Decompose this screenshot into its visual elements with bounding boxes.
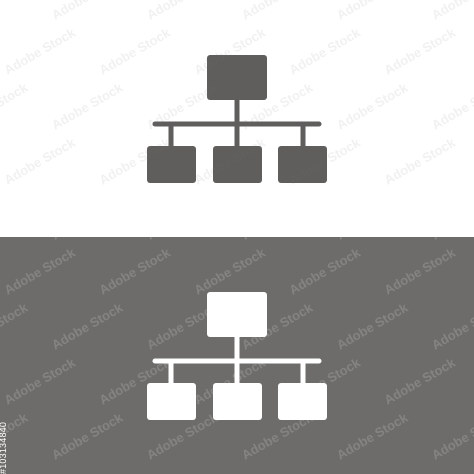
center-child-node-box [213, 146, 262, 183]
light-background-panel [147, 55, 327, 183]
center-child-node-box [213, 383, 262, 420]
right-child-node-box [278, 146, 327, 183]
org-chart-icon [147, 55, 327, 183]
light-panel-svg [147, 55, 327, 183]
dark-background-panel [0, 237, 474, 474]
dark-panel-svg [0, 237, 474, 474]
top-node-box [207, 55, 267, 100]
left-child-node-box [147, 383, 196, 420]
org-chart-icon [147, 292, 327, 420]
right-child-node-box [278, 383, 327, 420]
left-child-node-box [147, 146, 196, 183]
top-node-box [207, 292, 267, 337]
